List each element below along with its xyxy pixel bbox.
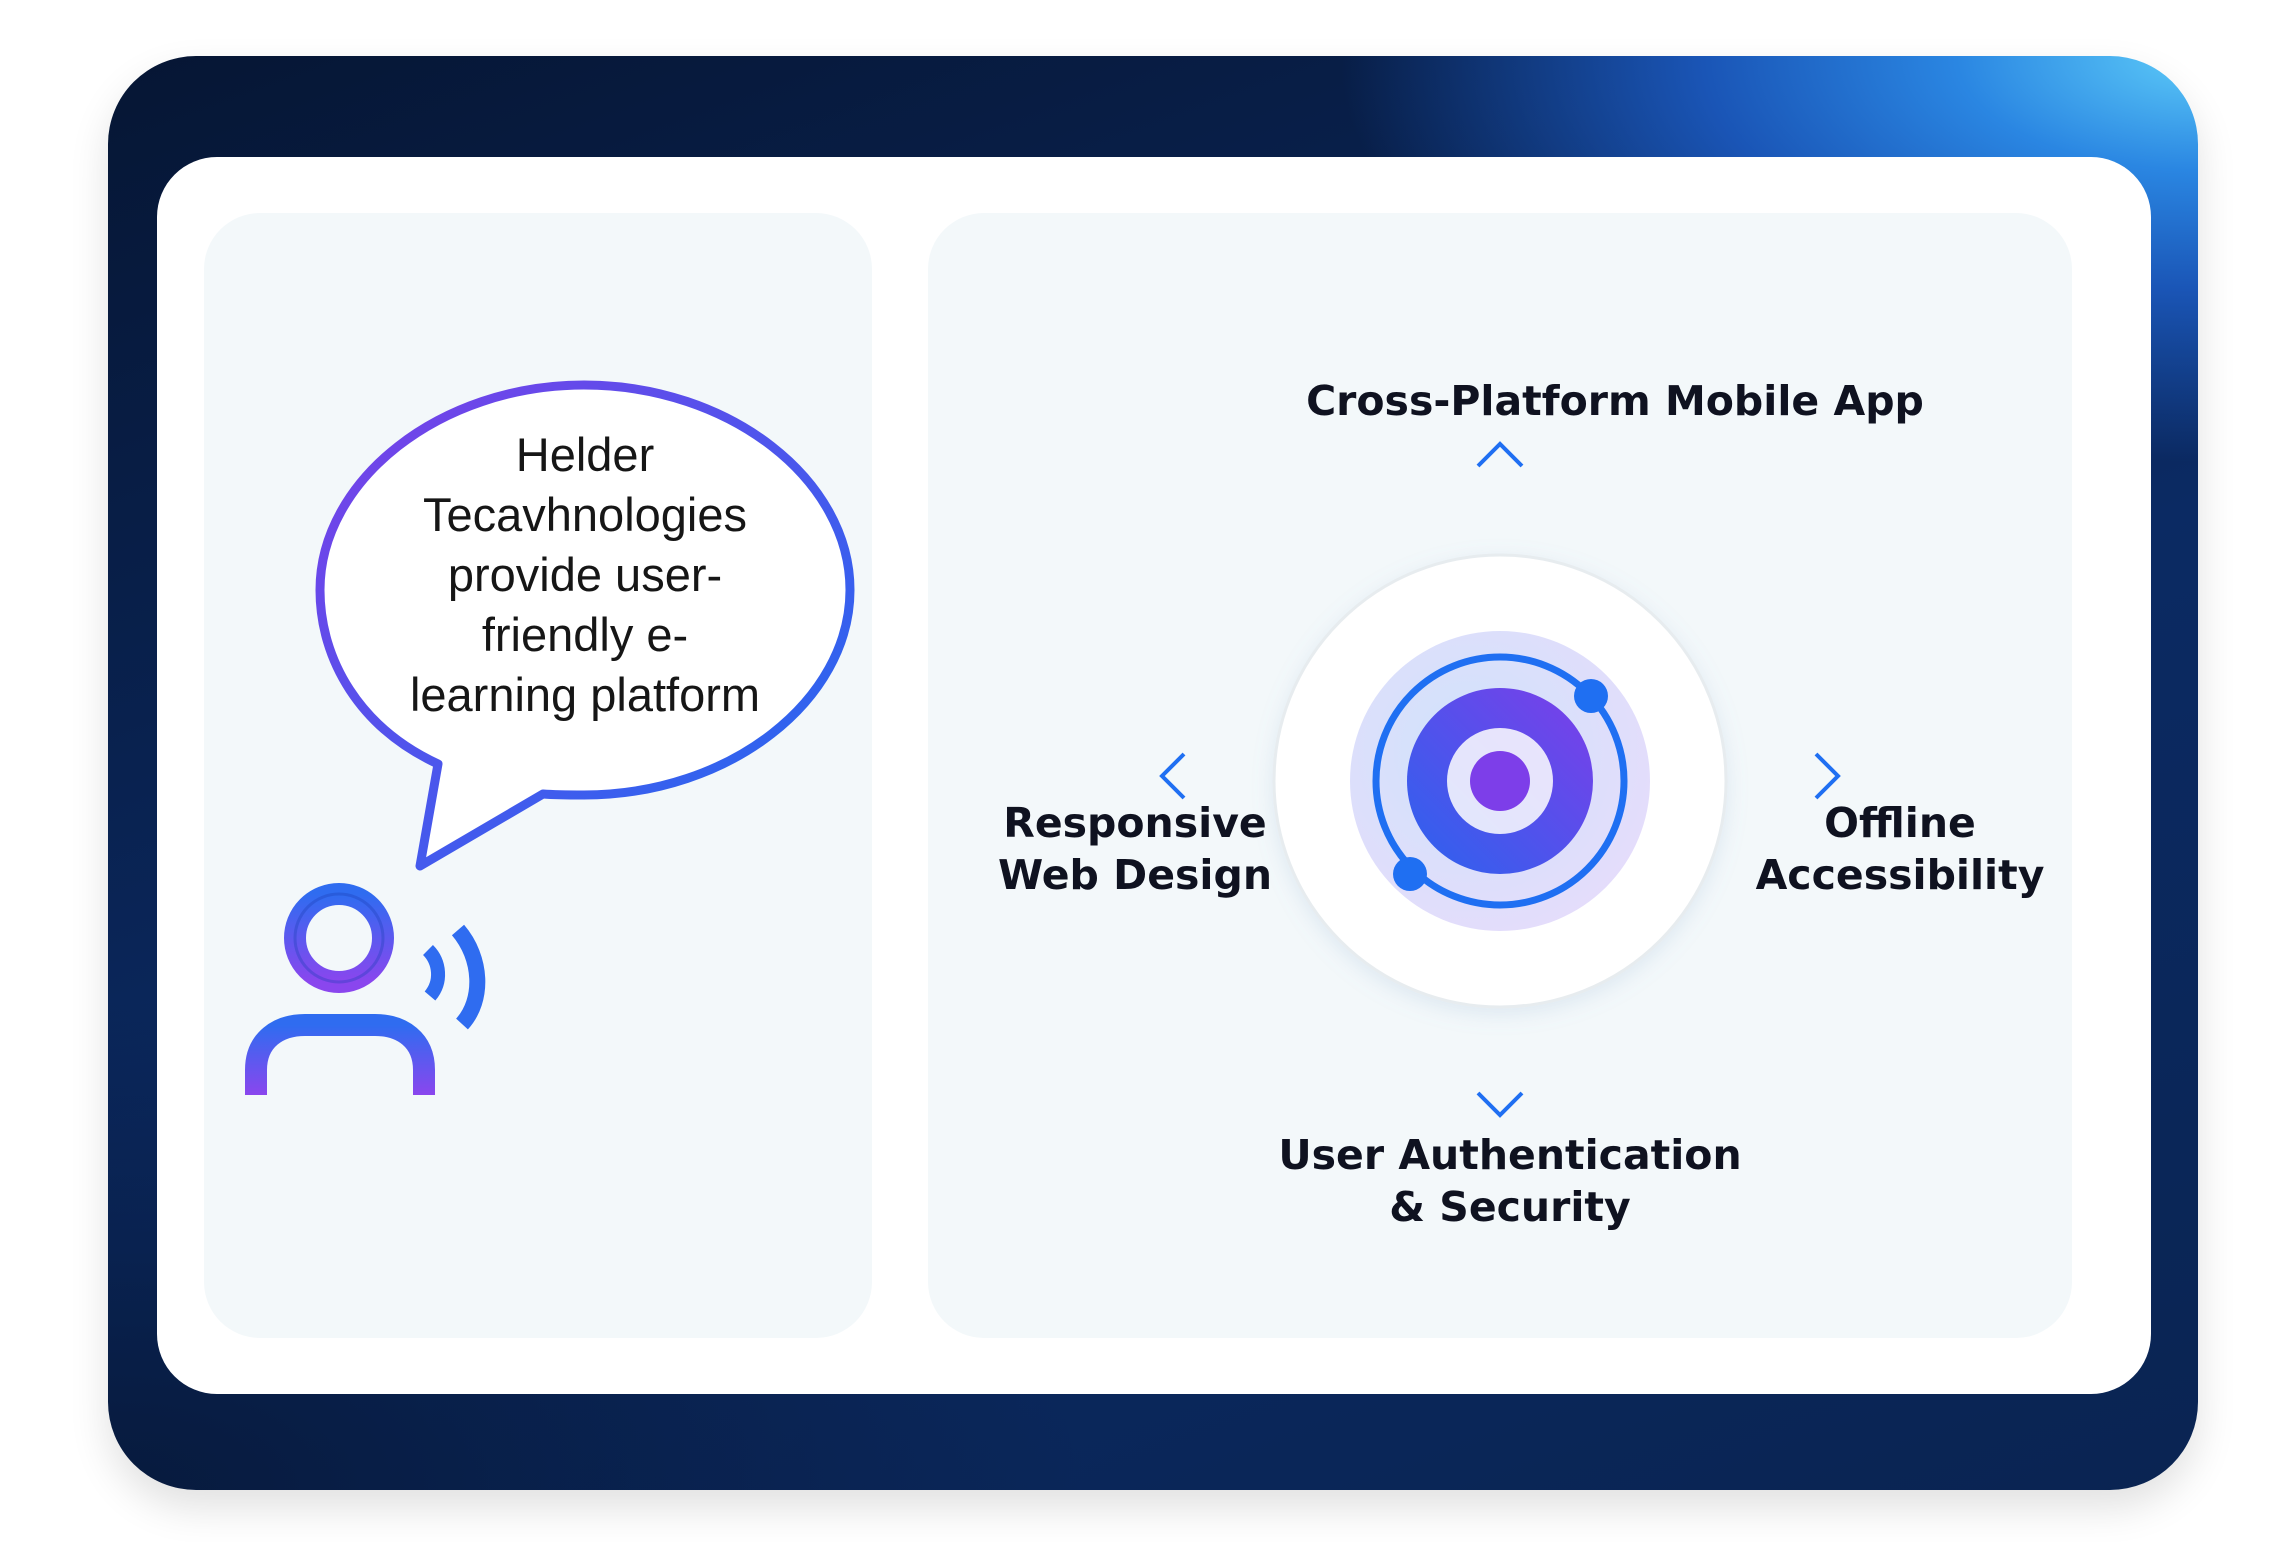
bubble-line: Helder	[515, 428, 655, 481]
arrow-right-icon	[1726, 752, 1841, 800]
label-line: Offline	[1824, 799, 1976, 847]
bubble-line: Tecavhnologies	[423, 488, 747, 541]
label-line: User Authentication	[1278, 1131, 1742, 1179]
label-offline: Offline Accessibility	[1730, 797, 2070, 901]
bubble-line: learning platform	[409, 668, 761, 721]
arrow-down-icon	[1476, 1007, 1524, 1118]
label-auth-security: User Authentication & Security	[1260, 1129, 1760, 1233]
arrow-left-icon	[1159, 752, 1274, 800]
bubble-line: friendly e-	[481, 608, 689, 661]
label-line: Web Design	[997, 851, 1273, 899]
arrow-up-icon	[1476, 441, 1524, 553]
bubble-line: provide user-	[447, 548, 723, 601]
label-cross-platform: Cross-Platform Mobile App	[1306, 377, 1924, 425]
person-speaking-icon	[245, 883, 486, 1095]
label-responsive-web: Responsive Web Design	[960, 797, 1310, 901]
label-line: Responsive	[1003, 799, 1267, 847]
speech-bubble-text: Helder Tecavhnologies provide user- frie…	[370, 425, 800, 725]
label-line: & Security	[1389, 1183, 1631, 1231]
label-line: Accessibility	[1755, 851, 2045, 899]
target-orbit-icon	[1372, 653, 1628, 909]
speech-bubble	[315, 380, 855, 871]
